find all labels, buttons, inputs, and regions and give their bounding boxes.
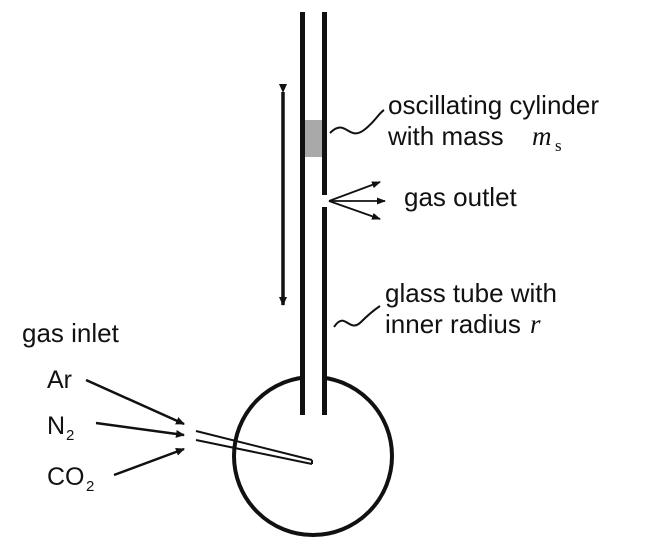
gas-co2-subscript: 2	[86, 478, 94, 495]
cylinder-label-line1: oscillating cylinder	[388, 90, 599, 120]
cylinder-mass-symbol: m	[532, 121, 552, 151]
ar-arrow	[85, 378, 185, 426]
tube-radius-symbol: r	[530, 309, 541, 339]
inlet-capillary-bottom	[195, 439, 313, 465]
gas-outlet-label: gas outlet	[404, 182, 518, 212]
cylinder-label-line2: with mass	[387, 121, 504, 151]
outlet-arrow-down	[328, 200, 381, 220]
gas-ar-label: Ar	[47, 366, 72, 394]
gas-n2-subscript: 2	[66, 427, 74, 444]
tube-label-line2: inner radius	[385, 309, 521, 339]
n2-arrow	[95, 421, 185, 438]
gas-co2-label: CO	[47, 463, 85, 491]
tube-label-line1: glass tube with	[385, 278, 557, 308]
tube-leader	[333, 305, 381, 328]
cylinder-leader	[329, 109, 385, 135]
glass-bulb	[232, 375, 394, 537]
outlet-arrow-up	[328, 181, 381, 202]
oscillating-cylinder	[305, 120, 322, 157]
cylinder-mass-subscript: s	[555, 136, 562, 155]
gas-n2-label: N	[47, 412, 65, 440]
inlet-capillary-top	[195, 430, 313, 461]
gas-inlet-label: gas inlet	[22, 318, 120, 348]
bulb-neck-gap	[302, 370, 326, 382]
co2-arrow	[113, 447, 185, 477]
